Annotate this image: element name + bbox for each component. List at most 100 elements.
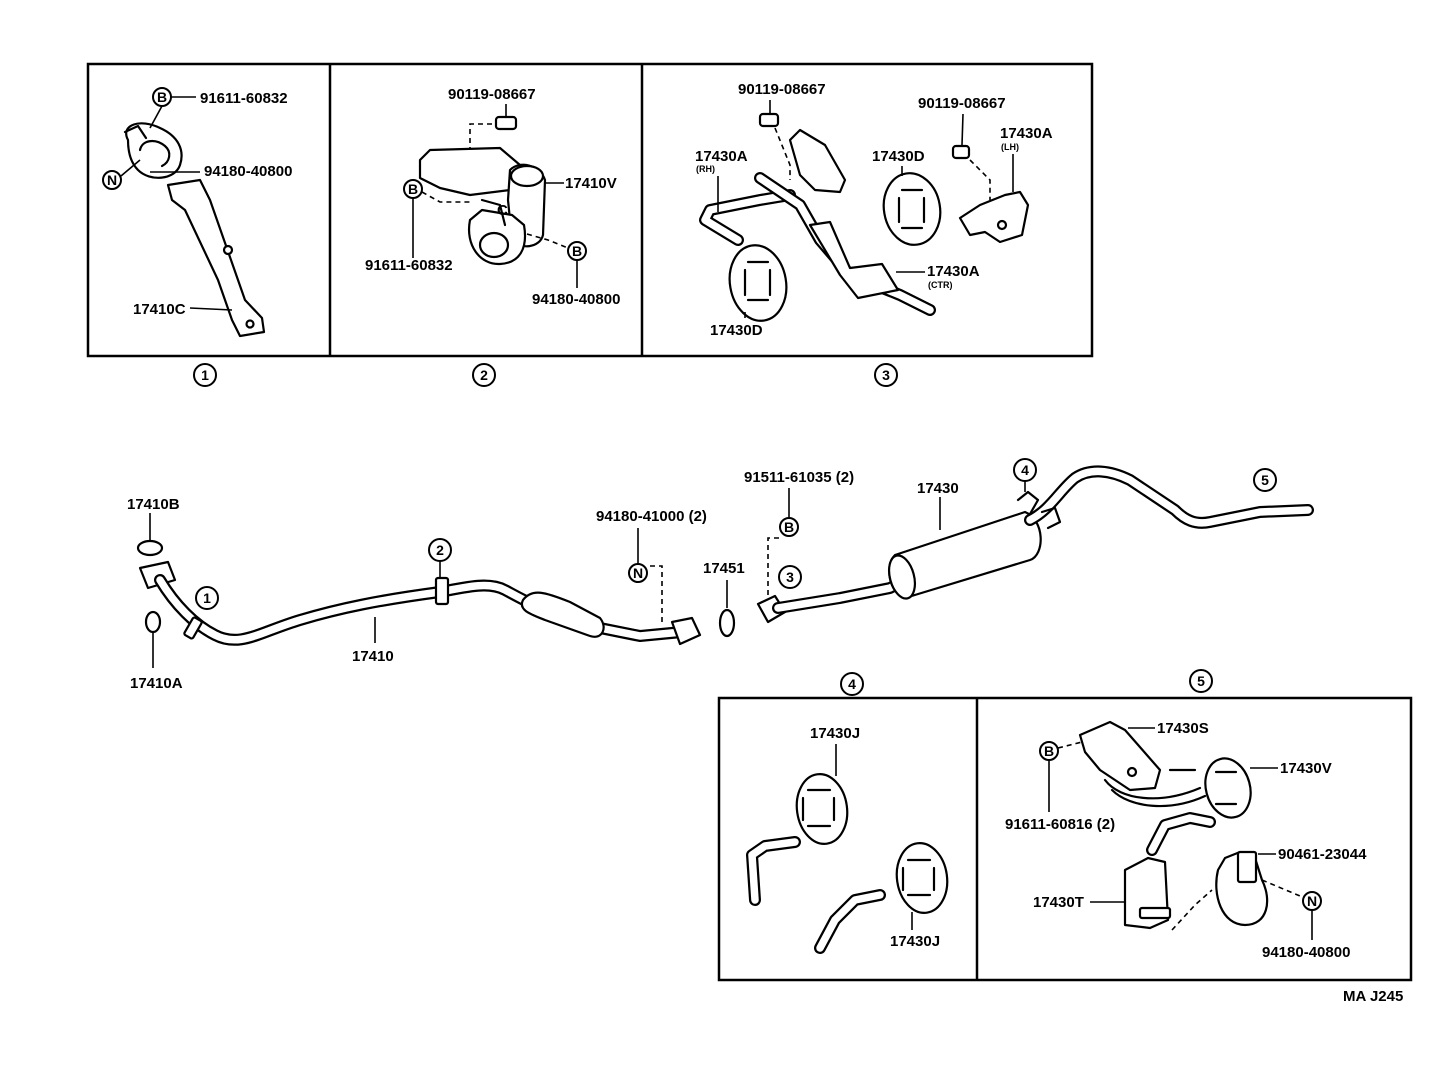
- callout-5-icon: [1253, 468, 1277, 492]
- callout-4-icon: [840, 672, 864, 696]
- bracket-hole: [996, 219, 1008, 231]
- figure-code: MA J245: [1343, 988, 1403, 1005]
- part-label-17430j-top: 17430J: [810, 725, 860, 742]
- part-label-17410v: 17410V: [565, 175, 617, 192]
- leader: [189, 307, 233, 311]
- cushion-17430d-lower: [728, 244, 788, 322]
- ctr-bracket-plate: [808, 220, 900, 300]
- part-label-91611-60832: 91611-60832: [200, 90, 288, 107]
- cushion-inner: [897, 188, 926, 230]
- part-label-17430a-rh: 17430A: [695, 148, 748, 165]
- bolt-marker-letter: B: [572, 243, 582, 259]
- dashed-leader: [526, 233, 569, 249]
- callout-1-icon: [195, 586, 219, 610]
- part-label-17430s: 17430S: [1157, 720, 1209, 737]
- pipe-ring: [183, 616, 203, 640]
- note-lh: (LH): [1001, 142, 1019, 152]
- dashed-leader: [1057, 741, 1083, 749]
- nut-marker-icon: [628, 563, 648, 583]
- bracket-lh: [958, 190, 1030, 244]
- bracket-hole: [222, 244, 234, 256]
- hanger-rod-t: [1148, 814, 1214, 854]
- front-pipe-17410: [156, 576, 686, 644]
- callout-1-main: 1: [203, 590, 211, 606]
- cushion-inner: [901, 858, 936, 897]
- note-rh: (RH): [696, 164, 715, 174]
- callout-2: 2: [480, 367, 488, 383]
- clamp-ring: [125, 122, 183, 179]
- leader: [149, 105, 163, 129]
- cushion-inner: [743, 260, 772, 302]
- nut-marker-letter: N: [633, 565, 643, 581]
- leader: [961, 113, 964, 146]
- dashed-leader: [1171, 889, 1213, 931]
- callout-2-icon: [472, 363, 496, 387]
- part-label-90119-08667: 90119-08667: [448, 86, 536, 103]
- dashed-leader: [1261, 879, 1301, 897]
- part-label-17410b: 17410B: [127, 496, 180, 513]
- part-label-90461-23044: 90461-23044: [1278, 846, 1367, 863]
- part-label-17410c: 17410C: [133, 301, 186, 318]
- gasket-17410a: [144, 610, 162, 634]
- part-label-17430j-bottom: 17430J: [890, 933, 940, 950]
- part-label-94180-40800: 94180-40800: [532, 291, 620, 308]
- part-label-17410: 17410: [352, 648, 394, 665]
- callout-4: 4: [848, 676, 856, 692]
- panel-2: 90119-08667 C 17410V B 91611-60832 B 941…: [365, 86, 620, 308]
- hook-rod-top: [748, 838, 799, 904]
- bracket-stud: [1138, 906, 1172, 920]
- cushion-17430j-top: [795, 773, 849, 845]
- dashed-leader: [469, 123, 492, 150]
- part-label-94180-41000: 94180-41000 (2): [596, 508, 707, 525]
- callout-1: 1: [201, 367, 209, 383]
- callout-3-icon: [778, 565, 802, 589]
- muffler-end-cap: [887, 554, 917, 600]
- callout-2-main: 2: [436, 542, 444, 558]
- part-label-17430d-upper: 17430D: [872, 148, 925, 165]
- front-pipe-flange: [670, 616, 702, 646]
- nut-marker-letter: N: [1307, 893, 1317, 909]
- part-label-94180-40800: 94180-40800: [204, 163, 292, 180]
- part-label-91611-60816: 91611-60816 (2): [1005, 816, 1115, 833]
- callout-5: 5: [1197, 673, 1205, 689]
- part-label-17451: 17451: [703, 560, 745, 577]
- bottom-panel-frame: [717, 696, 1413, 982]
- bracket-hole-lower: [245, 319, 255, 329]
- panel-1: B 91611-60832 N 94180-40800 17410C: [102, 87, 292, 338]
- callout-4-main: 4: [1021, 462, 1029, 478]
- leader: [120, 159, 141, 177]
- part-label-90119-08667-left: 90119-08667: [738, 81, 826, 98]
- bracket-top-center: [788, 128, 847, 194]
- dashed-leader: [774, 127, 791, 180]
- clamp-ring-inner: [138, 140, 171, 168]
- cushion-17430d-upper: [882, 172, 942, 246]
- part-label-91511-61035: 91511-61035 (2): [744, 469, 854, 486]
- bolt-marker-letter: B: [784, 519, 794, 535]
- part-label-90119-08667-right: 90119-08667: [918, 95, 1006, 112]
- part-label-94180-40800: 94180-40800: [1262, 944, 1350, 961]
- part-label-17430: 17430: [917, 480, 959, 497]
- cushion-17430v: [1204, 757, 1252, 819]
- front-pipe-resonator: [520, 591, 605, 638]
- main-exhaust-assembly: 17410B 17410A 17410 94180-41000 (2) N 17…: [127, 458, 1314, 692]
- callout-5-main: 5: [1261, 472, 1269, 488]
- clamp-mark: C: [497, 202, 508, 219]
- panel-4: 17430J 17430J: [746, 725, 949, 954]
- dashed-leader: [650, 565, 663, 624]
- muffler-hanger-tab: [1016, 490, 1040, 516]
- screw-shape: [494, 115, 518, 131]
- bolt-marker-letter: B: [1044, 743, 1054, 759]
- bracket-top-ellipse: [509, 164, 545, 188]
- clip-90461-23044: [1236, 850, 1258, 884]
- dashed-leader: [421, 191, 470, 203]
- tail-outlet-pipe: [1026, 467, 1312, 527]
- part-label-17430a-lh: 17430A: [1000, 125, 1053, 142]
- dashed-leader: [969, 159, 991, 200]
- callout-1-icon: [193, 363, 217, 387]
- bracket-upper-plate: [418, 146, 522, 197]
- part-label-91611-60832: 91611-60832: [365, 257, 453, 274]
- pipe-clamp: [434, 576, 450, 606]
- note-ctr: (CTR): [928, 280, 953, 290]
- clamp-tab: [123, 124, 148, 140]
- bolt-marker-icon: [779, 517, 799, 537]
